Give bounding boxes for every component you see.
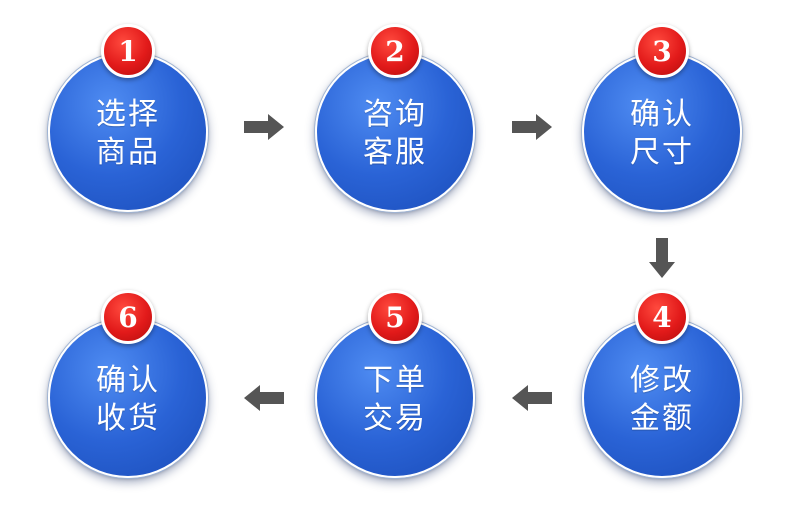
step-circle: 修改 金额: [582, 318, 742, 478]
step-number-badge: 1: [101, 24, 155, 78]
step-label-line2: 客服: [363, 135, 427, 170]
step-3: 3 确认 尺寸: [582, 24, 742, 212]
step-number-badge: 4: [635, 290, 689, 344]
arrow-right-icon: [512, 114, 552, 140]
step-2: 2 咨询 客服: [315, 24, 475, 212]
step-label-line2: 商品: [96, 135, 160, 170]
step-label-line2: 金额: [630, 401, 694, 436]
step-label-line1: 修改: [630, 363, 694, 398]
step-number-badge: 5: [368, 290, 422, 344]
step-label-line2: 尺寸: [630, 135, 694, 170]
arrow-left-icon: [512, 385, 552, 411]
step-number-badge: 2: [368, 24, 422, 78]
step-label-line1: 下单: [363, 363, 427, 398]
step-label-line1: 咨询: [363, 97, 427, 132]
arrow-down-icon: [649, 238, 675, 278]
step-4: 4 修改 金额: [582, 290, 742, 478]
step-label-line2: 收货: [96, 401, 160, 436]
step-circle: 确认 收货: [48, 318, 208, 478]
step-5: 5 下单 交易: [315, 290, 475, 478]
step-number-badge: 3: [635, 24, 689, 78]
step-6: 6 确认 收货: [48, 290, 208, 478]
step-circle: 选择 商品: [48, 52, 208, 212]
step-circle: 确认 尺寸: [582, 52, 742, 212]
step-circle: 下单 交易: [315, 318, 475, 478]
step-label-line2: 交易: [363, 401, 427, 436]
step-label-line1: 选择: [96, 97, 160, 132]
step-label-line1: 确认: [630, 97, 694, 132]
arrow-left-icon: [244, 385, 284, 411]
step-label-line1: 确认: [96, 363, 160, 398]
step-1: 1 选择 商品: [48, 24, 208, 212]
step-number-badge: 6: [101, 290, 155, 344]
arrow-right-icon: [244, 114, 284, 140]
